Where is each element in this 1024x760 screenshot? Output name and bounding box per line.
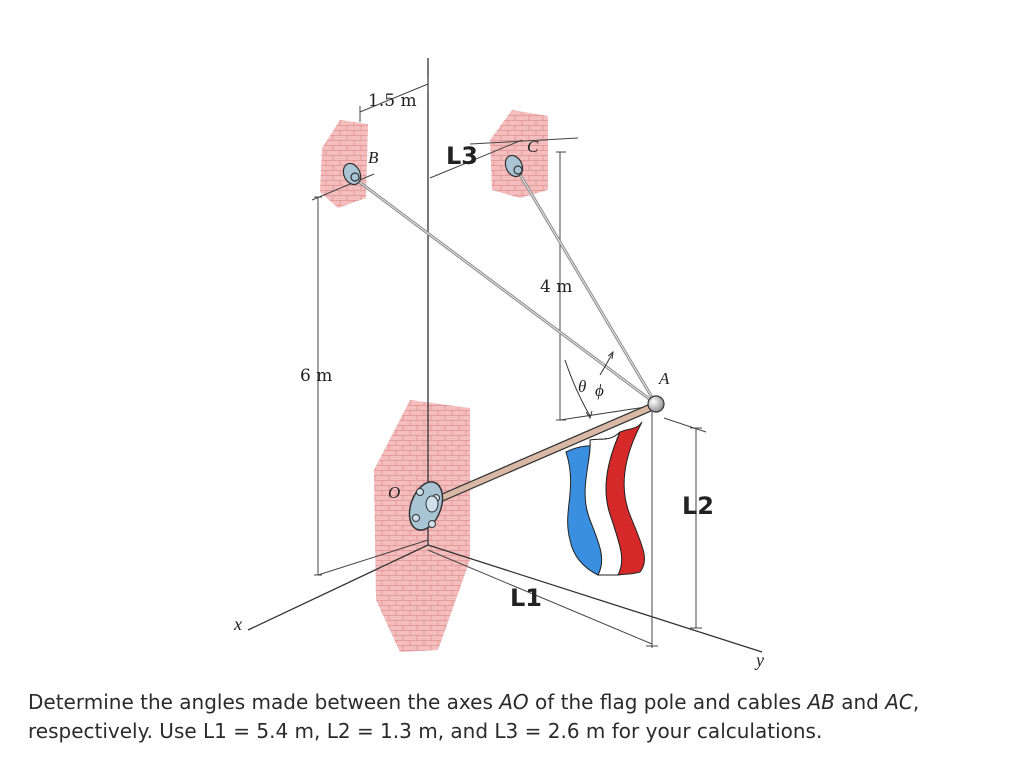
label-y-axis: y [754,650,764,670]
l1-dim-line [427,549,653,645]
label-a: A [658,369,670,388]
label-phi: ϕ [595,381,604,400]
point-a-ball [647,395,665,413]
x-axis [247,544,429,631]
theta-arc [564,359,591,417]
label-x-axis: x [233,614,242,634]
label-1-5-m: 1.5 m [368,91,417,111]
problem-ac: AC [885,690,913,714]
phi-arc [599,353,613,376]
flag-pole [428,402,658,506]
label-c: C [527,137,539,156]
y-axis [427,544,763,653]
bracket-b [342,162,362,186]
label-l2: L2 [682,492,714,520]
label-b: B [368,148,379,167]
label-4-m: 4 m [540,277,572,297]
base-plate-o [408,481,444,531]
problem-text-4: , respectively. Use L1 = 5.4 m, L2 = 1.3… [28,690,920,743]
wall-right [490,110,548,198]
dim-1-5-line [359,83,429,113]
problem-text-3: and [834,690,886,714]
label-6-m: 6 m [300,366,332,386]
flag [565,421,646,576]
problem-text-2: of the flag pole and cables [528,690,808,714]
label-l3: L3 [446,142,478,170]
problem-statement: Determine the angles made between the ax… [28,688,998,746]
problem-ao: AO [499,690,529,714]
label-theta: θ [578,377,586,396]
problem-ab: AB [807,690,835,714]
wall-line-b [311,173,375,201]
problem-text-1: Determine the angles made between the ax… [28,690,500,714]
label-o: O [388,483,400,502]
bracket-c [504,154,524,178]
wall-left [320,120,368,208]
label-l1: L1 [510,584,542,612]
l3-dim-line [429,139,523,179]
